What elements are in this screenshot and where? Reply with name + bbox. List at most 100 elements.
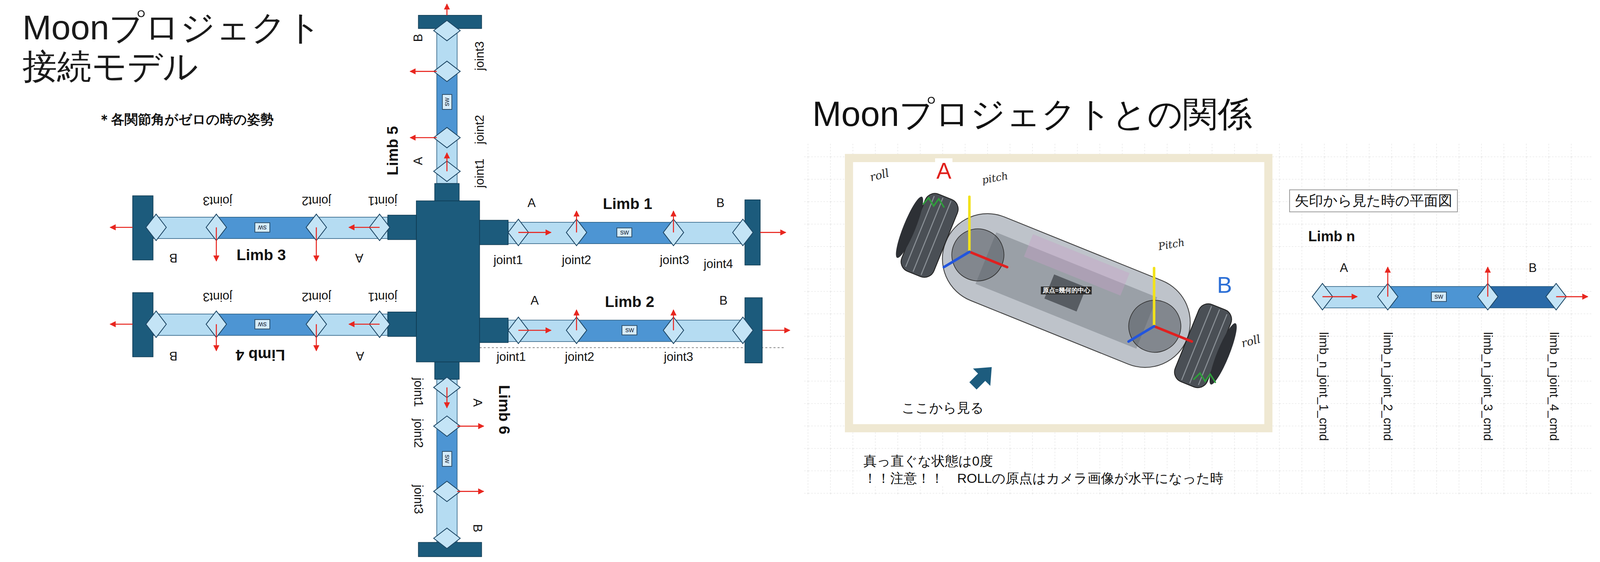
body-block [479, 220, 509, 246]
body-block [132, 15, 763, 558]
axis-arrow [1387, 267, 1389, 297]
node-text: sw [625, 326, 634, 335]
coordinate-axis [943, 252, 970, 268]
axis-arrow [110, 226, 133, 229]
joint-label: joint2 [472, 113, 487, 146]
note-text: Moonプロジェクトとの関係 [811, 94, 1253, 134]
limb-label: Limb 2 [603, 293, 656, 311]
command-name: limb_n_joint_3_cmd [1480, 331, 1495, 443]
page-title: Moonプロジェクト 接続モデル [22, 7, 322, 87]
limb-bar [153, 28, 1557, 544]
joint-label: joint1 [495, 350, 528, 365]
coordinate-axis [923, 196, 1216, 383]
node-text: sw [258, 320, 267, 329]
joint-label: joint1 [472, 157, 487, 190]
joint-label: joint1 [366, 193, 399, 208]
switch-box: sw [1431, 291, 1447, 303]
joint-label: joint3 [658, 253, 691, 268]
robot-illustration [1205, 321, 1242, 388]
switch-box: sw [616, 227, 633, 238]
axis-arrow [410, 137, 437, 139]
coordinate-axis [968, 196, 971, 253]
joint-label: joint3 [201, 289, 234, 305]
coordinate-axis [1128, 326, 1155, 342]
axis-arrow [410, 70, 437, 73]
switch-box: sw [621, 325, 638, 336]
end-label: B [168, 348, 179, 364]
body-block [434, 183, 460, 201]
end-label: A [1338, 261, 1350, 276]
joint-label: joint2 [300, 289, 333, 305]
limb-label: Limb 3 [235, 246, 288, 264]
end-label: B [715, 196, 726, 211]
end-label: B [1527, 261, 1539, 276]
note-text: pitch [980, 170, 1011, 187]
joint-diamond [433, 20, 461, 41]
limb-bar [576, 222, 674, 244]
end-label: A [354, 251, 365, 266]
body-block [416, 200, 480, 362]
axis-arrow [348, 226, 380, 229]
joint-label: joint1 [411, 376, 426, 409]
axis-arrow [315, 227, 318, 262]
joint-diamond [145, 311, 167, 338]
limb-bar [216, 217, 317, 239]
joint-label: joint1 [366, 289, 399, 305]
view-arrow-icon [964, 358, 1001, 396]
axis-arrow [446, 387, 448, 409]
robot-illustration [887, 183, 1246, 399]
axis-arrow [672, 310, 674, 331]
coordinate-axis [1154, 326, 1192, 342]
switch-box: sw [254, 319, 271, 330]
end-label: A [935, 158, 953, 185]
axis-arrow [457, 491, 484, 493]
command-name: limb_n_joint_2_cmd [1380, 331, 1395, 443]
joint-diamond [433, 416, 461, 437]
robot-illustration [1181, 306, 1212, 381]
axis-arrow [348, 323, 380, 325]
limb-label: Limb n [1306, 228, 1357, 246]
axis-arrow [446, 153, 448, 172]
axis-arrow [762, 330, 790, 332]
joint-diamond [732, 317, 754, 344]
joint-label: joint3 [662, 350, 695, 365]
end-label: A [526, 196, 537, 211]
axis-arrow [518, 232, 552, 234]
axis-arrow [215, 324, 218, 351]
body-block [387, 215, 417, 240]
limb-bar [576, 320, 674, 342]
note-text: roll [1238, 332, 1264, 351]
joint-label: joint3 [201, 193, 234, 208]
coordinate-axis [923, 198, 944, 208]
switch-box: sw [441, 451, 453, 468]
note-text: 真っ直ぐな状態は0度 [862, 453, 995, 470]
note-text: ！！注意！！ ROLLの原点はカメラ画像が水平になった時 [862, 471, 1225, 487]
axis-arrow [760, 232, 786, 234]
axis-arrow [457, 426, 484, 428]
view-arrow-icon [964, 358, 1001, 396]
node-text: 矢印から見た時の平面図 [1294, 193, 1453, 210]
grid-background [803, 142, 1592, 496]
note-text: ここから見る [900, 400, 986, 416]
limb-bar [673, 320, 743, 342]
robot-illustration [920, 201, 951, 276]
note-text: roll [867, 166, 892, 185]
axis-arrow [110, 323, 133, 325]
axis-arrow [1487, 267, 1489, 297]
robot-illustration [944, 221, 1012, 290]
limb-label: Limb 4 [234, 346, 286, 364]
axis-arrow [215, 227, 218, 262]
command-name: limb_n_joint_4_cmd [1547, 331, 1562, 443]
joint-diamond [145, 214, 167, 241]
illustration-frame [848, 158, 1269, 429]
joint-diamond [433, 481, 461, 503]
joint-diamond [433, 61, 461, 82]
joint-diamond [732, 219, 754, 246]
node-text: sw [619, 228, 629, 237]
limb-label: Limb 1 [601, 195, 654, 214]
end-label: B [718, 293, 729, 309]
node-text: sw [1434, 293, 1444, 301]
body-block [479, 318, 509, 343]
